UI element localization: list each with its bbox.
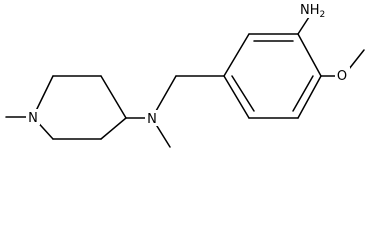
atom-labels: N N NH2 O	[26, 2, 350, 127]
o-label-bg	[335, 67, 350, 83]
bond-benzene-1	[223, 33, 250, 77]
methoxy-oxygen-label: O	[337, 69, 347, 84]
bond-benzene-3	[297, 33, 322, 77]
piperidine-nitrogen-label: N	[28, 111, 38, 126]
bond-ring-4	[100, 75, 127, 119]
n-ring-label-bg	[26, 109, 40, 125]
bond-benzene-double-3	[231, 75, 255, 112]
structure-canvas: N N NH2 O	[5, 2, 365, 148]
molecule-diagram: N N NH2 O	[5, 2, 365, 148]
bond-o-methyl	[348, 49, 365, 70]
bond-benzene-4	[297, 75, 322, 119]
amino-group-label: NH2	[300, 3, 325, 20]
bond-benzene-6	[223, 75, 250, 119]
bond-ring-3	[100, 117, 127, 140]
n-amine-label-bg	[145, 110, 159, 126]
bond-benzene-double-2	[292, 75, 314, 112]
bonds	[5, 13, 365, 148]
nh2-label-bg	[296, 2, 326, 18]
amine-nitrogen-label: N	[147, 112, 157, 127]
